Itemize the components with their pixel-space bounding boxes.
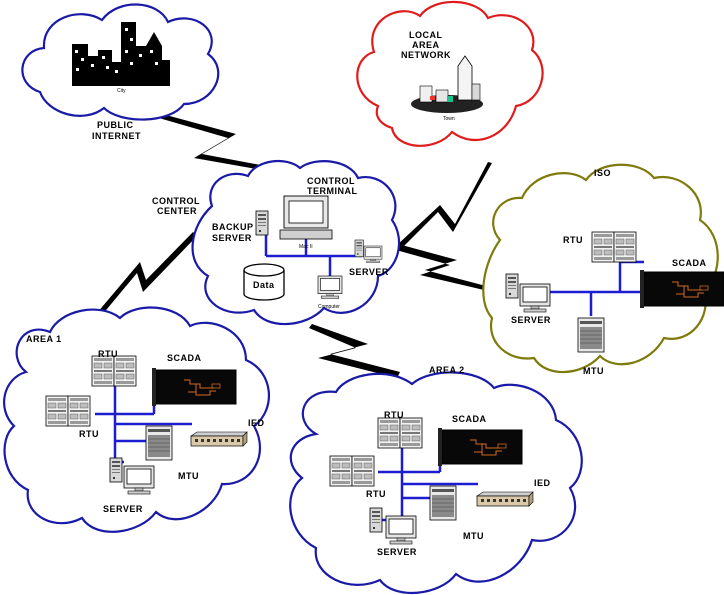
- area1-ied-label: IED: [248, 418, 265, 428]
- link-internet-control: [152, 112, 266, 170]
- control-terminal-label: CONTROL: [307, 176, 355, 186]
- lan-label-3: NETWORK: [401, 50, 451, 60]
- cloud-outline: [289, 371, 583, 594]
- area2-scada-label: SCADA: [452, 414, 487, 424]
- area2-cloud: AREA 2 RTU RTU SCADA IED MTU SERVER: [289, 365, 583, 594]
- city-icon: City: [72, 22, 170, 94]
- area2-ied-label: IED: [534, 478, 551, 488]
- backup-server-label-2: SERVER: [212, 233, 252, 243]
- area2-rtu-top-label: RTU: [384, 410, 404, 420]
- data-label: Data: [253, 280, 275, 290]
- area1-title: AREA 1: [26, 334, 62, 344]
- computer-icon: Computer: [317, 275, 343, 310]
- area1-rtu-top-icon: [91, 355, 137, 387]
- backup-server-label: BACKUP: [212, 222, 254, 232]
- area2-ied-icon: [476, 491, 534, 507]
- public-internet-label-2: INTERNET: [92, 131, 141, 141]
- control-center-title: CONTROL: [152, 196, 200, 206]
- area2-rtu-left-label: RTU: [366, 489, 386, 499]
- public-internet-cloud: City PUBLIC INTERNET: [21, 3, 220, 141]
- iso-scada-label: SCADA: [672, 258, 707, 268]
- control-terminal-icon: Mac II: [279, 195, 333, 250]
- cloud-outline: [356, 0, 544, 147]
- area1-cloud: AREA 1 RTU RTU SCADA IED MTU SERVER: [3, 306, 270, 533]
- link-control-area2: [309, 324, 400, 378]
- link-control-area1: [86, 232, 197, 327]
- area2-server-label: SERVER: [377, 547, 417, 557]
- control-center-title-2: CENTER: [157, 206, 197, 216]
- area1-ied-icon: [190, 431, 248, 447]
- area1-scada-icon: [151, 367, 237, 407]
- iso-mtu-label: MTU: [583, 366, 604, 376]
- area1-mtu-icon: [145, 425, 173, 461]
- control-center-cloud: CONTROL CENTER CONTROL TERMINAL BACKUP S…: [152, 160, 401, 326]
- iso-cloud: ISO RTU SCADA SERVER MTU: [482, 163, 724, 376]
- control-terminal-label-2: TERMINAL: [307, 186, 358, 196]
- mac-caption: Mac II: [299, 244, 313, 250]
- iso-title: ISO: [594, 168, 611, 178]
- data-store-icon: Data: [243, 263, 285, 301]
- iso-rtu-label: RTU: [563, 235, 583, 245]
- backup-server-icon: [255, 210, 269, 236]
- lan-label-1: LOCAL: [409, 30, 443, 40]
- cc-server-label: SERVER: [349, 267, 389, 277]
- public-internet-label: PUBLIC: [97, 120, 134, 130]
- area2-rtu-top-icon: [377, 417, 423, 449]
- town-caption: Town: [443, 116, 455, 122]
- area2-title: AREA 2: [429, 365, 465, 375]
- iso-rtu-icon: [591, 231, 637, 263]
- link-control-iso: [396, 244, 486, 290]
- area2-mtu-icon: [429, 485, 457, 521]
- town-icon: Town: [411, 55, 483, 122]
- area2-mtu-label: MTU: [463, 531, 484, 541]
- iso-server-label: SERVER: [511, 315, 551, 325]
- iso-scada-icon: [639, 269, 724, 309]
- area2-scada-icon: [437, 427, 523, 467]
- area1-scada-label: SCADA: [167, 353, 202, 363]
- lan-label-2: AREA: [412, 40, 440, 50]
- cloud-outline: [3, 306, 270, 533]
- area1-server-label: SERVER: [103, 504, 143, 514]
- computer-caption: Computer: [318, 304, 340, 310]
- area2-rtu-left-icon: [329, 455, 375, 487]
- iso-mtu-icon: [577, 317, 605, 353]
- area1-rtu-top-label: RTU: [98, 349, 118, 359]
- area1-mtu-label: MTU: [178, 471, 199, 481]
- area1-rtu-left-icon: [45, 395, 91, 427]
- area1-rtu-left-label: RTU: [79, 429, 99, 439]
- link-lan-control: [396, 162, 492, 250]
- lan-cloud: LOCAL AREA NETWORK Town: [356, 0, 544, 147]
- city-caption: City: [117, 88, 126, 94]
